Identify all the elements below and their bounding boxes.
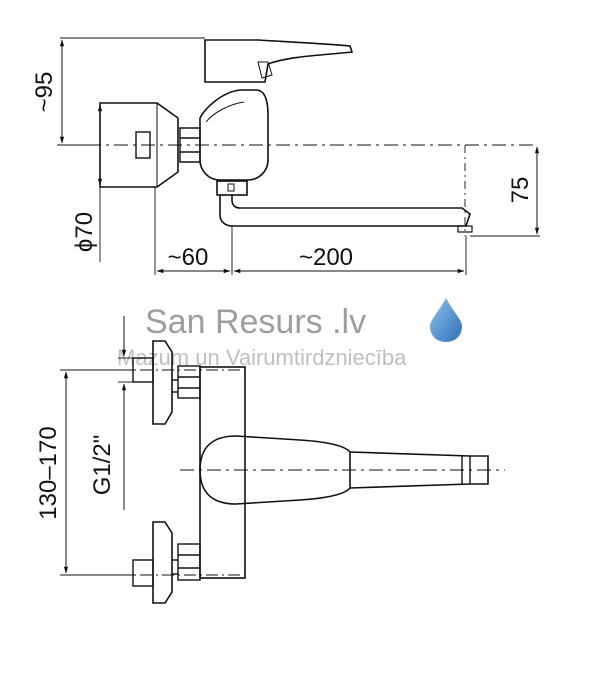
faucet-lever [204,39,354,83]
lower-nut [132,559,154,587]
plan-view [60,316,505,604]
lower-flange [152,521,173,604]
dim-label-diameter: ϕ70 [71,212,98,252]
watermark: San Resurs .lv Mazum un Vairumtirdzniecī… [117,298,462,370]
faucet-body [199,89,269,181]
water-drop-icon [430,298,462,342]
side-elevation-view [57,37,540,275]
watermark-brand: San Resurs .lv [145,303,366,341]
body-plate [199,366,246,579]
upper-hex [177,365,201,399]
dim-label-thread: G1/2" [89,435,116,496]
watermark-tagline: Mazum un Vairumtirdzniecība [117,345,407,370]
spout-neck-ring [216,180,248,196]
dim-label-spout-length: ~200 [299,244,353,271]
aerator [457,225,473,233]
upper-flange [152,340,173,425]
lower-hex [177,543,201,581]
dim-label-lever-height: ~95 [31,72,58,113]
wall-flange [99,102,179,188]
dim-label-centers: 130–170 [35,426,62,519]
flange-nut [135,131,151,159]
spout-tube [219,195,471,227]
dim-label-spout-height: 75 [507,177,534,204]
dim-label-wall-offset: ~60 [168,244,209,271]
